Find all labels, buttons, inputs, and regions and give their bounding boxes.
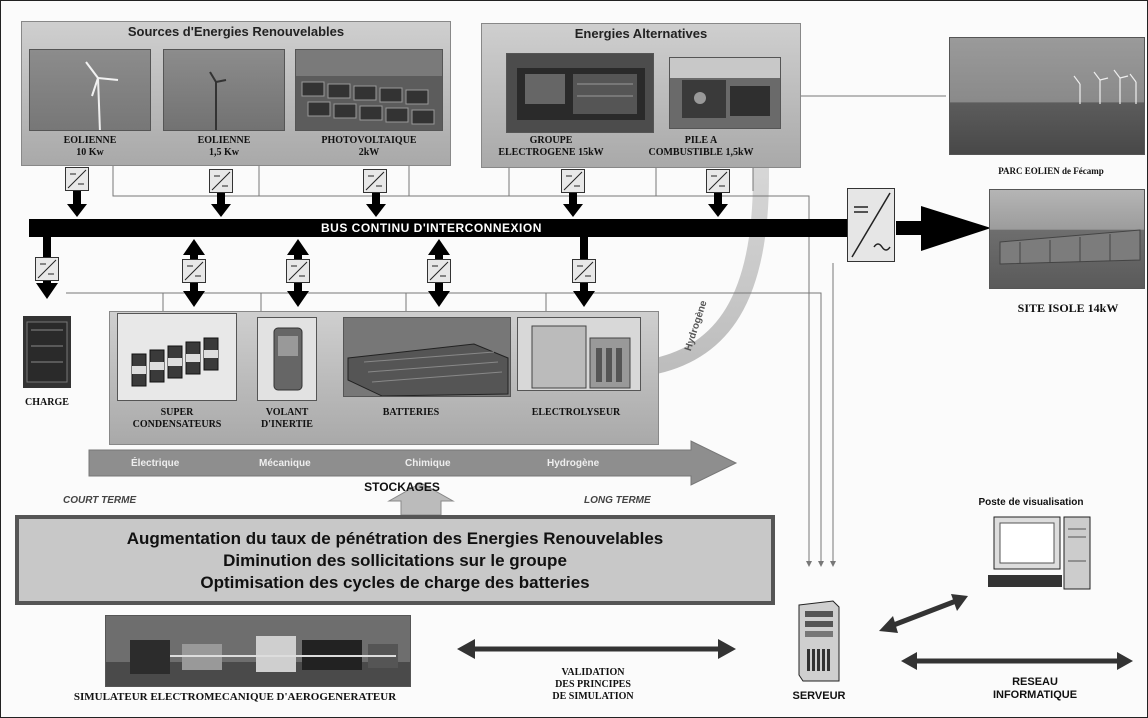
storage-type-electrique: Électrique bbox=[131, 458, 180, 469]
workstation-label: Poste de visualisation bbox=[978, 497, 1084, 508]
storage-type-mecanique: Mécanique bbox=[259, 458, 311, 469]
storage-label-electrolyseur: ELECTROLYSEUR bbox=[531, 407, 621, 418]
storage-timescale-arrow bbox=[88, 440, 738, 486]
generator-set-photo bbox=[506, 53, 654, 133]
goals-up-arrow bbox=[387, 482, 455, 516]
server-icon bbox=[793, 599, 843, 683]
simulator-label: SIMULATEUR ELECTROMECANIQUE D'AEROGENERA… bbox=[73, 691, 397, 703]
alternative-energies-title: Energies Alternatives bbox=[574, 26, 708, 41]
wind-turbine-10kw-photo bbox=[29, 49, 151, 131]
storage-type-hydrogene: Hydrogène bbox=[547, 458, 600, 469]
signal-line-storage bbox=[66, 292, 824, 567]
court-terme-label: COURT TERME bbox=[63, 495, 137, 506]
goals-box: Augmentation du taux de pénétration des … bbox=[15, 515, 775, 605]
renewable-sources-title: Sources d'Energies Renouvelables bbox=[127, 24, 345, 39]
isolated-site-photo bbox=[989, 189, 1145, 289]
bus-to-site-arrowhead bbox=[921, 206, 991, 251]
wind-farm-photo bbox=[949, 37, 1145, 155]
converter-icon bbox=[427, 259, 451, 283]
load-photo bbox=[23, 316, 71, 388]
converter-icon bbox=[286, 259, 310, 283]
batteries-photo bbox=[343, 317, 511, 397]
wind-turbine-1-5kw-photo bbox=[163, 49, 285, 131]
signal-line-sources bbox=[112, 166, 812, 567]
inverter-icon bbox=[847, 188, 895, 262]
goal-line-2: Diminution des sollicitations sur le gro… bbox=[223, 551, 567, 570]
electrolyser-photo bbox=[517, 317, 641, 391]
goal-line-3: Optimisation des cycles de charge des ba… bbox=[200, 573, 590, 592]
photovoltaic-panels-photo bbox=[295, 49, 443, 131]
wind-farm-label: PARC EOLIEN de Fécamp bbox=[998, 166, 1104, 176]
storage-type-chimique: Chimique bbox=[405, 458, 451, 469]
converter-icon bbox=[363, 169, 387, 193]
converter-icon bbox=[561, 169, 585, 193]
long-terme-label: LONG TERME bbox=[584, 495, 651, 506]
storage-label-batteries: BATTERIES bbox=[382, 407, 440, 418]
flywheel-photo bbox=[257, 317, 317, 401]
hydrogen-pipe bbox=[654, 151, 769, 374]
bus-to-site bbox=[896, 221, 924, 235]
converter-icon bbox=[706, 169, 730, 193]
isolated-site-label: SITE ISOLE 14kW bbox=[1017, 301, 1119, 315]
simulator-photo bbox=[105, 615, 411, 687]
dc-bus bbox=[29, 219, 849, 237]
dc-bus-label: BUS CONTINU D'INTERCONNEXION bbox=[321, 221, 542, 235]
converter-icon bbox=[182, 259, 206, 283]
converter-icon bbox=[35, 257, 59, 281]
converter-icon bbox=[572, 259, 596, 283]
converter-icon bbox=[65, 167, 89, 191]
load-label: CHARGE bbox=[25, 397, 69, 408]
supercapacitors-photo bbox=[117, 313, 237, 401]
converter-icon bbox=[209, 169, 233, 193]
goal-line-1: Augmentation du taux de pénétration des … bbox=[126, 529, 664, 548]
server-label: SERVEUR bbox=[792, 690, 846, 702]
stockages-label: STOCKAGES bbox=[364, 480, 440, 494]
workstation-icon bbox=[986, 513, 1098, 595]
fuel-cell-photo bbox=[669, 57, 781, 129]
